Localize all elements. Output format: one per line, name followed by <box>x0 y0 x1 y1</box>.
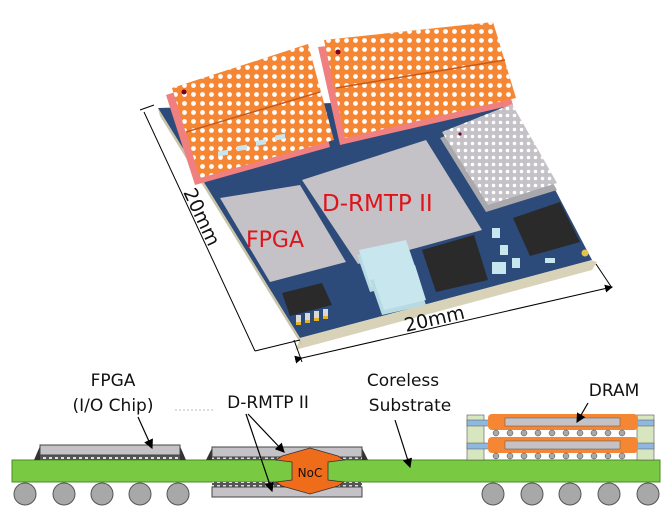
coreless-substrate <box>11 459 661 483</box>
gray-bga-package <box>440 104 557 212</box>
dram-arrow <box>576 402 589 424</box>
dram-package-left <box>166 44 334 185</box>
fpga-die-section <box>34 444 186 460</box>
noc-block: NoC <box>274 447 346 495</box>
fpga-arrow <box>137 416 153 450</box>
substrate-arrow <box>394 419 413 469</box>
cross-section: NoC FPGA <box>11 371 661 506</box>
drmtp-section-label: D-RMTP II <box>227 393 309 413</box>
drmtp-die <box>302 140 482 264</box>
qfn-chip-center <box>422 235 488 292</box>
solder-balls <box>13 482 660 506</box>
dram-section-label: DRAM <box>589 381 640 401</box>
fpga-io-chip-label: (I/O Chip) <box>73 396 154 416</box>
qfn-chip-right <box>513 202 580 256</box>
passives-right <box>492 228 555 274</box>
substrate-label: Substrate <box>369 396 451 416</box>
drmtp-arrow-top <box>247 413 285 453</box>
module-3d-view: FPGA D-RMTP II <box>139 22 613 364</box>
dram-stack <box>466 414 655 461</box>
pin1-marker <box>181 89 187 95</box>
drmtp-arrow-bottom <box>245 413 274 493</box>
dram-package-right <box>318 22 516 145</box>
fpga-die <box>220 185 346 282</box>
coreless-label: Coreless <box>367 371 439 391</box>
fpga-label: FPGA <box>246 228 304 253</box>
fpga-section-label: FPGA <box>91 371 136 391</box>
pin1-marker <box>335 49 341 55</box>
passive-row <box>218 133 285 157</box>
drmtp-label: D-RMTP II <box>322 191 433 217</box>
fiducial-dot <box>581 249 589 257</box>
noc-label: NoC <box>298 466 323 480</box>
